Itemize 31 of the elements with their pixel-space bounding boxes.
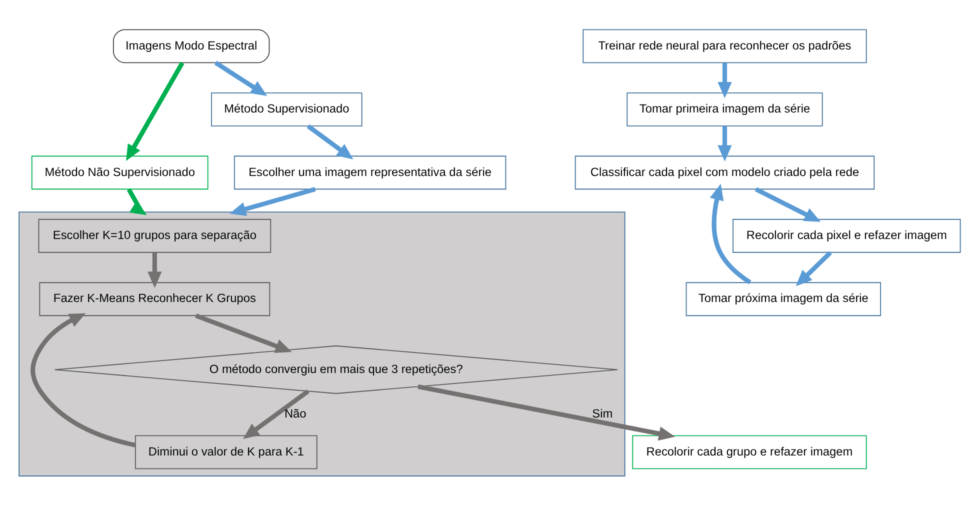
node-box: Recolorir cada grupo e refazer imagem [632,434,867,469]
cluster [18,211,626,476]
edge-label: Sim [592,406,613,420]
node-box: Escolher uma imagem representativa da série [234,155,506,190]
node-box: Treinar rede neural para reconhecer os padrões [582,28,867,63]
arrow [214,60,268,96]
arrow [126,61,184,161]
arrow [242,388,310,438]
arrow [710,183,752,284]
arrow [796,250,832,286]
node-box: Método Não Supervisionado [31,155,208,190]
edge-label: Não [284,406,306,420]
arrow [30,312,136,447]
arrow [418,384,676,440]
arrow [754,186,821,222]
node-box: Classificar cada pixel com modelo criado pela rede [574,155,875,190]
node-box: Diminui o valor de K para K-1 [134,434,318,469]
arrow [306,124,354,159]
node-box: Método Supervisionado [211,92,362,126]
node-box: Fazer K-Means Reconhecer K Grupos [39,282,270,316]
node-box: Escolher K=10 grupos para separação [38,218,272,252]
arrow [195,313,292,352]
node-diamond: O método convergiu em mais que 3 repetições? [54,344,618,394]
arrow [718,62,732,98]
arrow [148,252,162,288]
arrow [718,126,732,161]
arrow [126,188,147,215]
node-box: Recolorir cada pixel e refazer imagem [732,218,961,252]
node-box: Tomar primeira imagem da série [626,92,823,126]
node-box: Tomar próxima imagem da série [686,282,882,316]
node-box: Imagens Modo Espectral [112,28,270,63]
